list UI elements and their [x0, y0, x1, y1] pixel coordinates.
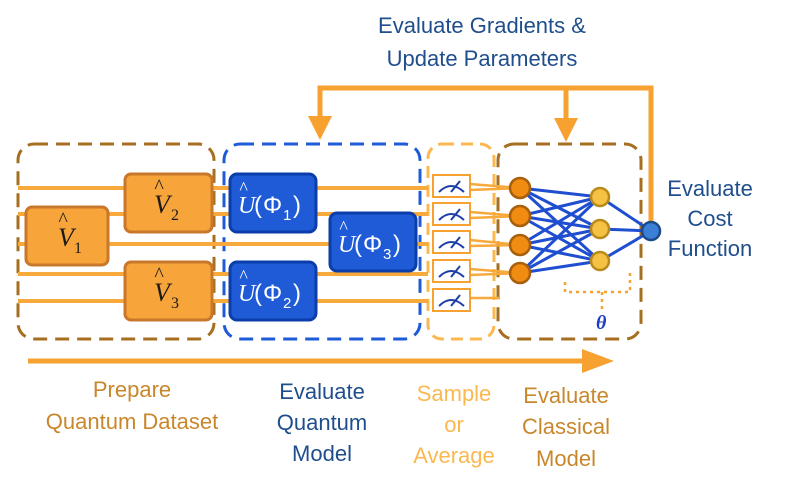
feedback-arrow-quantum [308, 116, 332, 140]
svg-text:(: ( [254, 280, 262, 307]
svg-text:^: ^ [239, 178, 248, 198]
measurement-meters [432, 174, 471, 312]
parameter-bracket [563, 270, 632, 310]
classical-model-box [496, 142, 643, 341]
input-node [508, 233, 532, 257]
hidden-node [589, 218, 611, 240]
svg-text:): ) [293, 280, 301, 307]
gate-v1-sub: 1 [74, 240, 82, 257]
gate-v3-sub: 3 [171, 295, 179, 312]
stage-classical-line2: Classical [522, 414, 610, 439]
input-node [508, 261, 532, 285]
stage-classical-line1: Evaluate [523, 383, 609, 408]
meter-icon [432, 259, 471, 283]
gate-u2-base: U [238, 281, 257, 307]
hidden-node [589, 250, 611, 272]
theta-label: θ [596, 312, 607, 334]
meter-icon [432, 230, 471, 254]
gate-u1: U ^ ( Φ 1 ) [228, 172, 318, 234]
prepare-dataset-box [16, 142, 216, 341]
input-node [508, 176, 532, 200]
cost-label-line3: Function [668, 236, 752, 261]
meter-icon [432, 288, 471, 312]
gate-u1-phi: Φ [263, 192, 282, 219]
gate-u2-sub: 2 [283, 295, 291, 312]
cost-label-line2: Cost [687, 206, 732, 231]
neural-network-nodes [508, 176, 662, 285]
meter-icon [432, 174, 471, 198]
stage-classical-line3: Model [536, 446, 596, 471]
stage-prepare-line1: Prepare [93, 377, 171, 402]
gate-v3: V ^ 3 [123, 260, 214, 322]
feedback-loop [308, 85, 654, 226]
caption-gradients-line2: Update Parameters [387, 46, 578, 71]
meter-icon [432, 202, 471, 226]
svg-text:^: ^ [339, 217, 348, 237]
input-node [508, 204, 532, 228]
gate-v3-base: V [154, 278, 173, 307]
hidden-node [589, 186, 611, 208]
gate-u3-phi: Φ [363, 231, 382, 258]
stage-sample-line2: or [444, 412, 464, 437]
gate-v1: V ^ 1 [24, 205, 110, 267]
stage-sample-line1: Sample [417, 381, 492, 406]
gate-u3-base: U [338, 232, 357, 258]
gate-v2-base: V [154, 190, 173, 219]
stage-prepare-line2: Quantum Dataset [46, 409, 218, 434]
output-node [640, 220, 662, 242]
svg-text:(: ( [354, 231, 362, 258]
stage-quantum-line3: Model [292, 441, 352, 466]
svg-text:^: ^ [58, 209, 68, 231]
stage-sample-line3: Average [413, 443, 495, 468]
svg-text:^: ^ [154, 264, 164, 286]
gate-v2: V ^ 2 [123, 172, 214, 234]
svg-text:^: ^ [239, 266, 248, 286]
stage-quantum-line1: Evaluate [279, 379, 365, 404]
stage-quantum-line2: Quantum [277, 410, 368, 435]
gate-u2-phi: Φ [263, 280, 282, 307]
gate-u1-sub: 1 [283, 207, 291, 224]
feedback-arrow-classical [554, 118, 578, 142]
svg-text:): ) [293, 192, 301, 219]
cost-label-line1: Evaluate [667, 176, 753, 201]
caption-gradients-line1: Evaluate Gradients & [378, 13, 586, 38]
gate-u2: U ^ ( Φ 2 ) [228, 260, 318, 322]
gate-u3-sub: 3 [383, 246, 391, 263]
quantum-model-box [222, 142, 422, 341]
flow-arrow [28, 349, 614, 373]
svg-text:^: ^ [154, 176, 164, 198]
gate-u3: U ^ ( Φ 3 ) [328, 211, 418, 273]
gate-v2-sub: 2 [171, 207, 179, 224]
gate-u1-base: U [238, 193, 257, 219]
svg-text:(: ( [254, 192, 262, 219]
gate-v1-base: V [58, 223, 77, 252]
svg-text:): ) [393, 231, 401, 258]
neural-network-edges [518, 186, 652, 275]
